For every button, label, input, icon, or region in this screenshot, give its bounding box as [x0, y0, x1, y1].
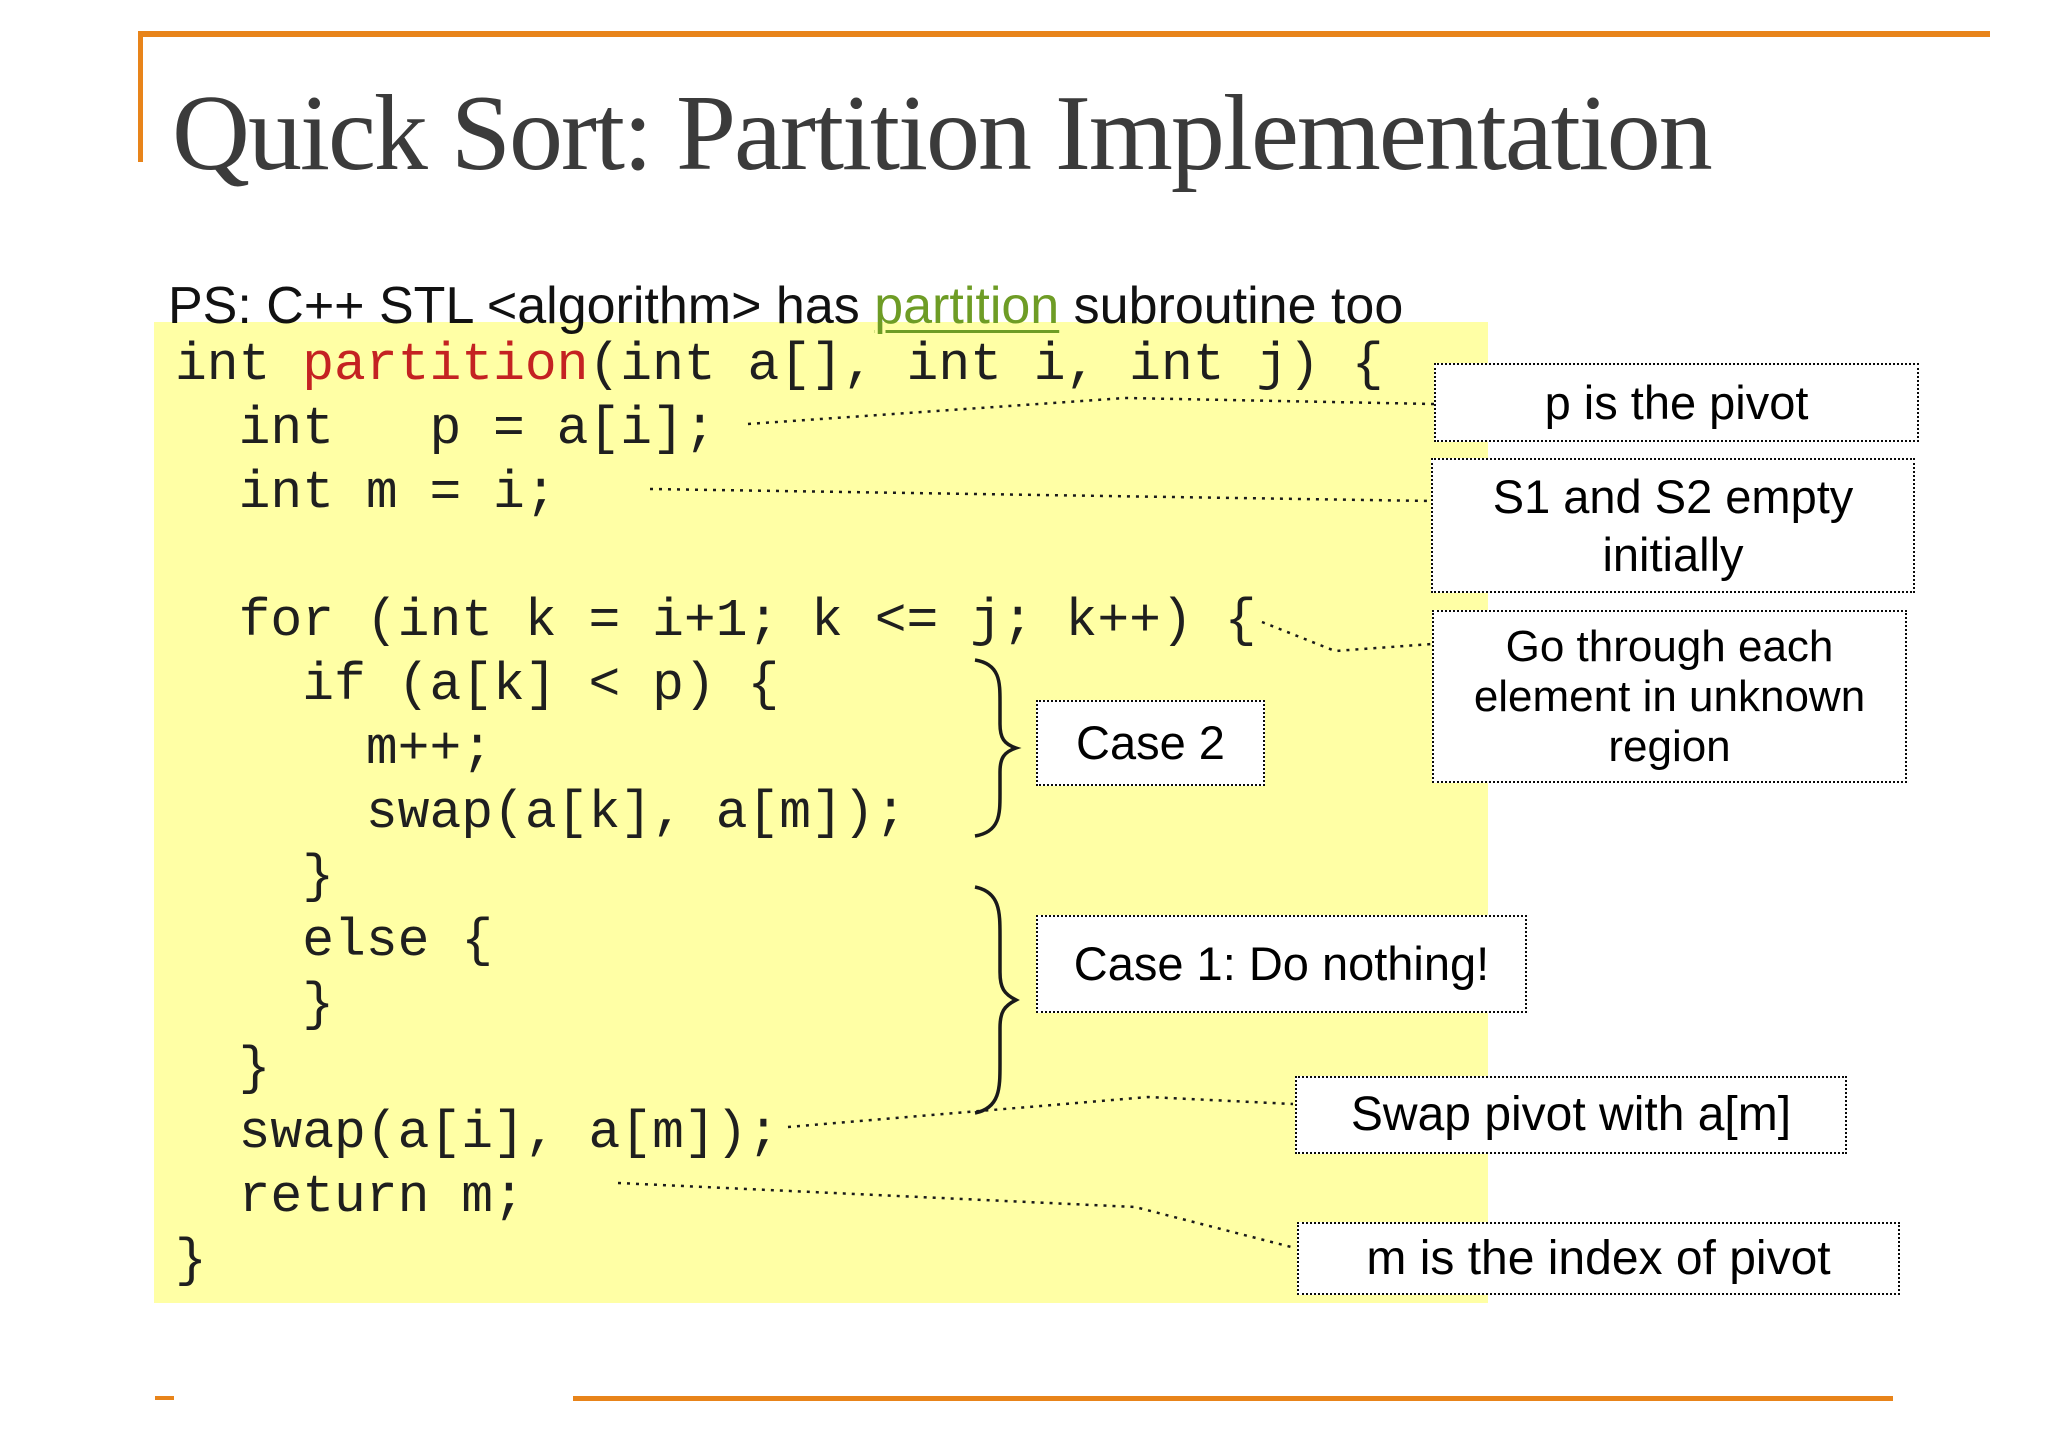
callout-p-is-pivot: p is the pivot	[1434, 363, 1919, 442]
callout-text: initially	[1602, 527, 1744, 581]
callout-text: region	[1608, 721, 1731, 771]
callout-s1-s2-empty: S1 and S2 empty initially	[1431, 458, 1915, 593]
code-block: int partition(int a[], int i, int j) { i…	[175, 333, 1384, 1293]
code-line1-prefix: int	[175, 335, 303, 395]
callout-text: element in unknown	[1473, 671, 1866, 721]
subtitle: PS: C++ STL <algorithm> has partition su…	[168, 276, 1403, 336]
callout-text: Case 1: Do nothing!	[1073, 937, 1490, 990]
subtitle-suffix: subroutine too	[1059, 277, 1404, 335]
left-accent-rule	[138, 31, 143, 162]
callout-swap-pivot: Swap pivot with a[m]	[1295, 1076, 1847, 1154]
partition-link[interactable]: partition	[874, 277, 1060, 335]
callout-text: S1 and S2 empty	[1492, 469, 1854, 523]
bottom-accent-dash	[155, 1396, 174, 1400]
code-body: int p = a[i]; int m = i; for (int k = i+…	[175, 399, 1257, 1291]
code-highlight-panel	[154, 322, 1488, 1303]
bottom-accent-rule	[573, 1396, 1893, 1401]
callout-m-index: m is the index of pivot	[1297, 1222, 1900, 1295]
code-partition-keyword: partition	[302, 335, 589, 395]
callout-case1: Case 1: Do nothing!	[1036, 915, 1527, 1013]
callout-text: Swap pivot with a[m]	[1350, 1088, 1792, 1141]
subtitle-prefix: PS: C++ STL <algorithm> has	[168, 277, 875, 335]
callout-text: m is the index of pivot	[1366, 1231, 1831, 1285]
callout-text: Go through each	[1505, 621, 1834, 671]
callout-text: p is the pivot	[1544, 375, 1809, 429]
page-title: Quick Sort: Partition Implementation	[172, 74, 1713, 193]
callout-go-through: Go through each element in unknown regio…	[1432, 610, 1907, 783]
callout-case2: Case 2	[1036, 700, 1265, 786]
top-accent-rule	[138, 31, 1990, 37]
code-line1-suffix: (int a[], int i, int j) {	[588, 335, 1384, 395]
callout-text: Case 2	[1076, 716, 1225, 769]
